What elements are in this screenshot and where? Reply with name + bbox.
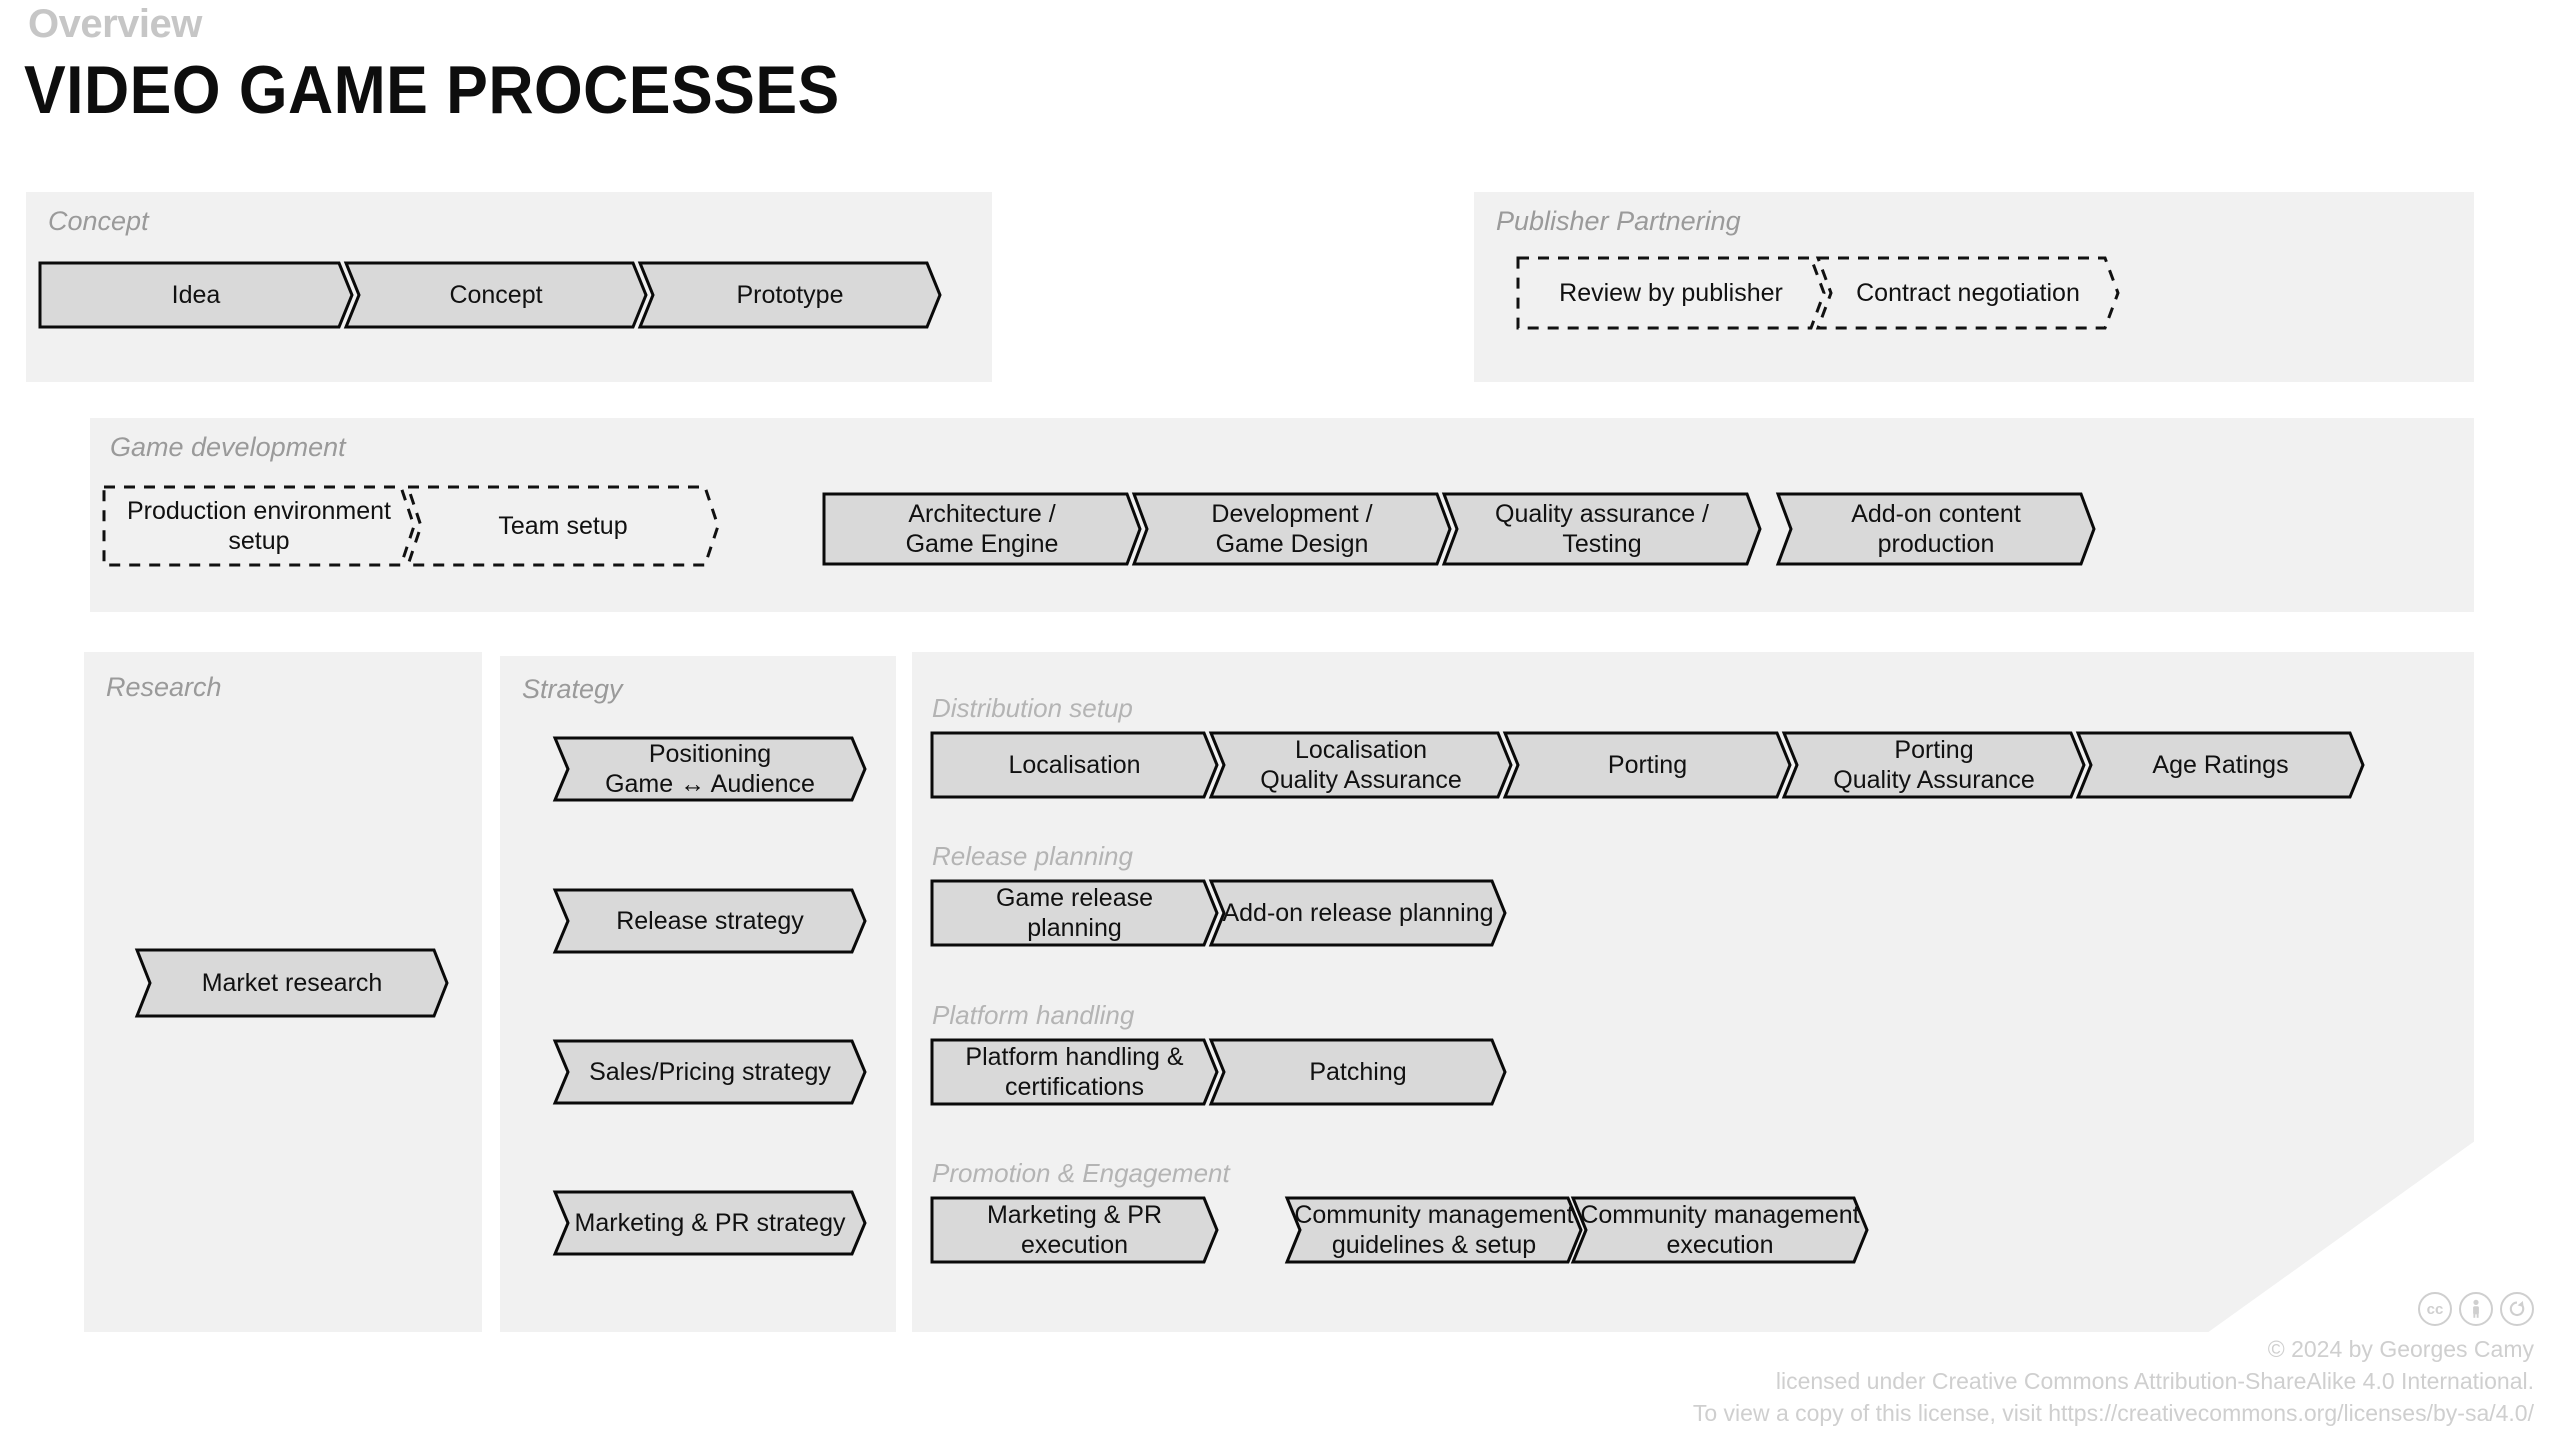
concept-chevron-2[interactable]: Prototype	[640, 263, 940, 327]
game-development-build-chevron-1[interactable]: Development / Game Design	[1134, 494, 1450, 564]
distribution-group-0-chevron-4[interactable]: Age Ratings	[2078, 733, 2363, 797]
footer-license-line-2: To view a copy of this license, visit ht…	[1692, 1400, 2534, 1426]
distribution-group-3-chevron-2[interactable]: Community management execution	[1573, 1198, 1867, 1262]
distribution-group-1-chevron-1[interactable]: Add-on release planning	[1211, 881, 1505, 945]
distribution-group-3-label-0: Marketing & PR execution	[986, 1200, 1163, 1260]
cc-license-icons: cc	[2418, 1292, 2534, 1326]
game-development-build-label-3: Add-on content production	[1851, 499, 2021, 559]
game-development-build-label-1: Development / Game Design	[1211, 499, 1373, 559]
distribution-group-0-chevron-1[interactable]: Localisation Quality Assurance	[1211, 733, 1511, 797]
strategy-label-2: Sales/Pricing strategy	[589, 1057, 831, 1086]
distribution-group-0-chevron-3[interactable]: Porting Quality Assurance	[1784, 733, 2084, 797]
distribution-group-3-chevron-1[interactable]: Community management guidelines & setup	[1287, 1198, 1581, 1262]
distribution-group-title-3: Promotion & Engagement	[932, 1158, 1230, 1188]
strategy-label-0: Positioning Game ↔ Audience	[605, 739, 815, 799]
distribution-group-3-label-2: Community management execution	[1580, 1200, 1860, 1260]
publisher-partnering-label-0: Review by publisher	[1559, 278, 1783, 307]
distribution-group-0-chevron-0[interactable]: Localisation	[932, 733, 1217, 797]
strategy-chevron-1[interactable]: Release strategy	[555, 890, 865, 952]
publisher-partnering-chevron-1[interactable]: Contract negotiation	[1818, 258, 2118, 328]
distribution-group-0-label-4: Age Ratings	[2152, 750, 2289, 779]
distribution-group-2-label-1: Patching	[1309, 1057, 1407, 1086]
by-person-icon	[2459, 1292, 2493, 1326]
concept-chevron-1[interactable]: Concept	[346, 263, 646, 327]
game-development-setup-label-0: Production environment setup	[126, 496, 392, 556]
research-label-0: Market research	[201, 968, 383, 997]
distribution-group-title-0: Distribution setup	[932, 693, 1133, 723]
game-development-build-chevron-2[interactable]: Quality assurance / Testing	[1444, 494, 1760, 564]
game-development-build-chevron-0[interactable]: Architecture / Game Engine	[824, 494, 1140, 564]
strategy-chevron-3[interactable]: Marketing & PR strategy	[555, 1192, 865, 1254]
page-title: VIDEO GAME PROCESSES	[24, 52, 840, 128]
panel-concept-title: Concept	[48, 206, 149, 236]
concept-label-2: Prototype	[736, 280, 844, 309]
research-chevron-0[interactable]: Market research	[137, 950, 447, 1016]
distribution-group-0-label-3: Porting Quality Assurance	[1833, 735, 2035, 795]
strategy-label-3: Marketing & PR strategy	[574, 1208, 846, 1237]
game-development-build-label-0: Architecture / Game Engine	[905, 499, 1059, 559]
distribution-group-0-chevron-2[interactable]: Porting	[1505, 733, 1790, 797]
game-development-setup-chevron-1[interactable]: Team setup	[408, 487, 718, 565]
panel-publisher-partnering-title: Publisher Partnering	[1496, 206, 1741, 236]
distribution-group-2-label-0: Platform handling & certifications	[965, 1042, 1184, 1102]
distribution-group-3-label-1: Community management guidelines & setup	[1294, 1200, 1574, 1260]
sa-share-alike-icon	[2500, 1292, 2534, 1326]
distribution-group-1-label-0: Game release planning	[995, 883, 1154, 943]
panel-publisher-partnering	[1474, 192, 2474, 382]
game-development-setup-chevron-0[interactable]: Production environment setup	[104, 487, 414, 565]
distribution-group-2-chevron-0[interactable]: Platform handling & certifications	[932, 1040, 1217, 1104]
distribution-group-0-label-2: Porting	[1607, 750, 1688, 779]
panel-strategy-title: Strategy	[522, 674, 623, 704]
distribution-group-title-1: Release planning	[932, 841, 1133, 871]
distribution-group-2-chevron-1[interactable]: Patching	[1211, 1040, 1505, 1104]
kicker-overview: Overview	[28, 2, 202, 46]
concept-chevron-0[interactable]: Idea	[40, 263, 352, 327]
distribution-group-0-label-1: Localisation Quality Assurance	[1260, 735, 1462, 795]
strategy-chevron-0[interactable]: Positioning Game ↔ Audience	[555, 738, 865, 800]
distribution-group-3-chevron-0[interactable]: Marketing & PR execution	[932, 1198, 1217, 1262]
distribution-group-1-chevron-0[interactable]: Game release planning	[932, 881, 1217, 945]
publisher-partnering-chevron-0[interactable]: Review by publisher	[1518, 258, 1824, 328]
game-development-build-chevron-3[interactable]: Add-on content production	[1778, 494, 2094, 564]
distribution-group-1-label-1: Add-on release planning	[1222, 898, 1494, 927]
game-development-build-label-2: Quality assurance / Testing	[1495, 499, 1709, 559]
publisher-partnering-label-1: Contract negotiation	[1856, 278, 2080, 307]
game-development-setup-label-1: Team setup	[498, 511, 628, 540]
strategy-chevron-2[interactable]: Sales/Pricing strategy	[555, 1041, 865, 1103]
panel-game-development-title: Game development	[110, 432, 346, 462]
concept-label-1: Concept	[449, 280, 543, 309]
distribution-group-title-2: Platform handling	[932, 1000, 1135, 1030]
footer-license-line-1: licensed under Creative Commons Attribut…	[1775, 1368, 2534, 1394]
distribution-group-0-label-0: Localisation	[1008, 750, 1141, 779]
panel-research-title: Research	[106, 672, 222, 702]
footer-copyright: © 2024 by Georges Camy	[2267, 1336, 2534, 1362]
strategy-label-1: Release strategy	[616, 906, 804, 935]
cc-icon: cc	[2418, 1292, 2452, 1326]
concept-label-0: Idea	[171, 280, 221, 309]
